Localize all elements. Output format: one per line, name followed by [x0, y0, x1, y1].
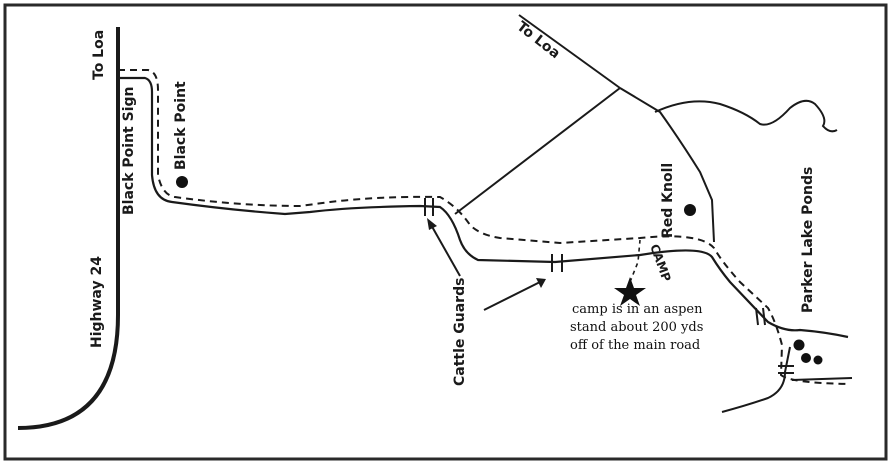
road-branch-east — [619, 87, 715, 243]
road-branch-west — [454, 87, 621, 215]
label-camp: CAMP — [647, 242, 674, 283]
label-black-point-sign: Black Point Sign — [121, 87, 137, 215]
pond-dot-icon-3 — [813, 355, 823, 365]
red-knoll-dot-icon — [684, 204, 696, 216]
camp-note-line-2: stand about 200 yds — [570, 320, 703, 335]
cattle-guard-arrow-1 — [427, 218, 461, 277]
camp-star-icon — [614, 277, 646, 306]
camp-spur — [629, 239, 641, 283]
road-east-wavy — [654, 99, 838, 133]
label-parker-lake-ponds: Parker Lake Ponds — [800, 167, 816, 313]
main-road — [118, 76, 849, 339]
camp-note-line-3: off of the main road — [570, 338, 700, 353]
pond-dot-icon-1 — [793, 339, 805, 351]
camp-note-line-1: camp is in an aspen — [572, 302, 703, 317]
label-highway-24: Highway 24 — [89, 256, 105, 348]
label-to-loa-left: To Loa — [91, 30, 107, 80]
highway-24-road — [17, 27, 120, 430]
road-southeast — [721, 346, 791, 413]
map-frame — [3, 3, 888, 461]
label-black-point: Black Point — [173, 81, 189, 170]
cattle-guard-2 — [551, 254, 563, 272]
road-to-loa-north — [518, 14, 621, 89]
label-red-knoll: Red Knoll — [660, 163, 676, 238]
cattle-guard-3 — [755, 307, 766, 326]
black-point-dot-icon — [176, 176, 188, 188]
route-dashed — [118, 69, 851, 385]
cattle-guard-1 — [424, 198, 434, 216]
cattle-guard-arrow-2 — [483, 278, 546, 311]
cattle-guard-4 — [778, 365, 794, 374]
road-pond-spur — [791, 377, 853, 381]
pond-dot-icon-2 — [801, 353, 811, 363]
label-cattle-guards: Cattle Guards — [452, 278, 468, 386]
